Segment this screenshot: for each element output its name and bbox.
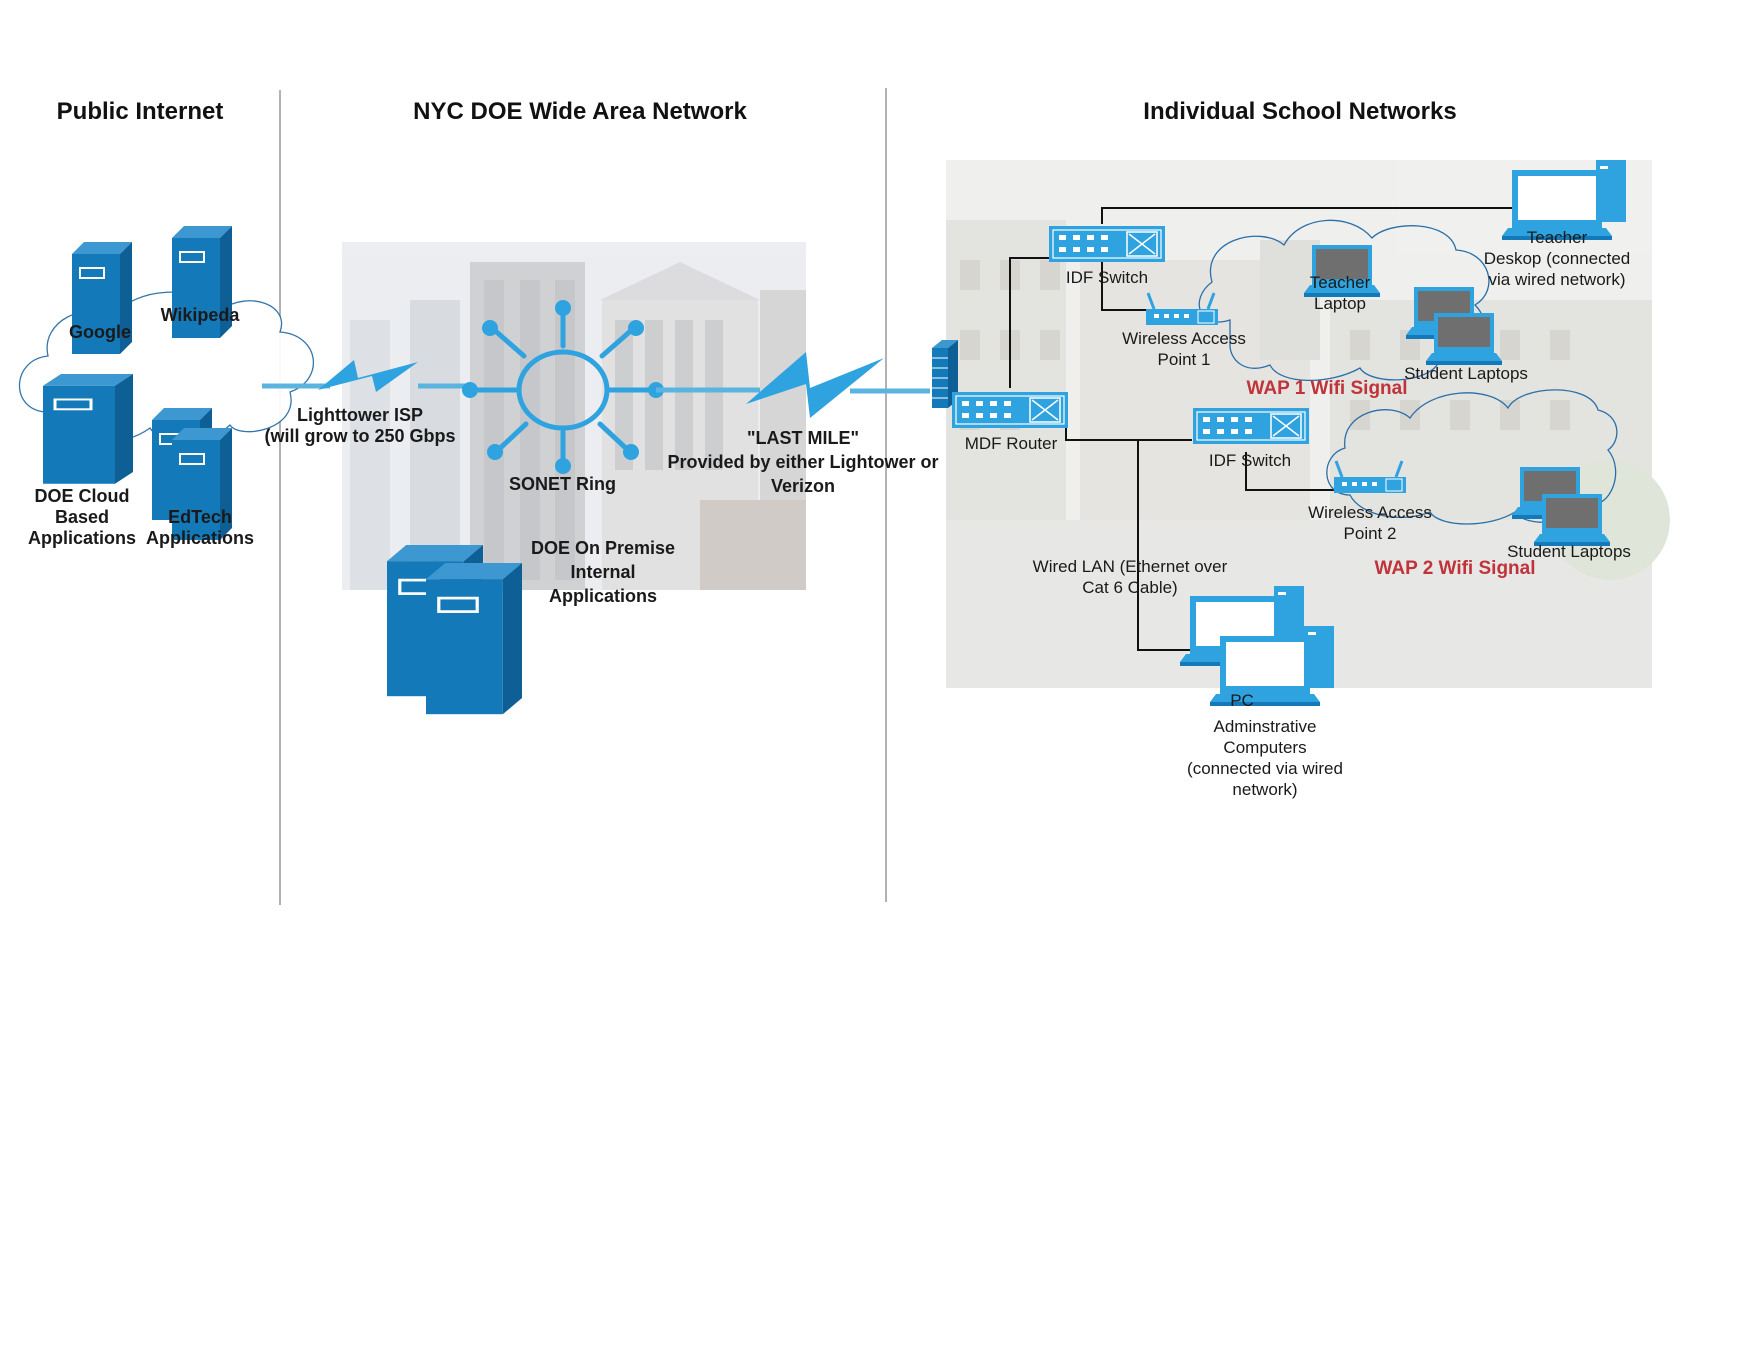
wap2-cloud (1326, 389, 1618, 525)
label-pc: PC (1230, 691, 1254, 710)
label-admin-computers: Adminstrative Computers (connected via w… (1187, 717, 1343, 799)
wap1-cloud (1198, 219, 1490, 382)
firewall-icon (932, 340, 958, 408)
label-lighttower-isp: Lighttower ISP (will grow to 250 Gbps (264, 405, 456, 446)
label-wired-lan: Wired LAN (Ethernet over Cat 6 Cable) (1032, 557, 1228, 597)
label-wap2-signal: WAP 2 Wifi Signal (1374, 558, 1536, 579)
label-wap1-signal: WAP 1 Wifi Signal (1246, 378, 1408, 399)
label-edtech: EdTech Applications (145, 507, 254, 548)
header-public-internet: Public Internet (56, 98, 224, 125)
sonet-ring-icon (462, 300, 664, 474)
label-wap2: Wireless Access Point 2 (1308, 503, 1432, 543)
lightning-isp-icon (318, 360, 418, 392)
label-mdf-router: MDF Router (964, 434, 1058, 453)
header-school-networks: Individual School Networks (1143, 98, 1457, 125)
label-idf-switch-1: IDF Switch (1065, 268, 1149, 287)
idf-switch-2-icon (1192, 407, 1310, 445)
label-student-laptops-2: Student Laptops (1507, 542, 1631, 561)
label-last-mile: "LAST MILE" Provided by either Lightower… (667, 428, 939, 496)
label-idf-switch-2: IDF Switch (1208, 451, 1292, 470)
label-teacher-laptop: Teacher Laptop (1309, 273, 1371, 313)
label-doe-cloud: DOE Cloud Based Applications (27, 486, 136, 548)
label-sonet-ring: SONET Ring (509, 474, 616, 494)
label-teacher-desktop: Teacher Deskop (connected via wired netw… (1483, 228, 1631, 289)
student-laptop-2b-icon (1534, 494, 1610, 546)
label-doe-on-premise: DOE On Premise Internal Applications (530, 538, 676, 606)
header-wan: NYC DOE Wide Area Network (413, 98, 747, 125)
lightning-last-mile-icon (746, 352, 884, 418)
school-wiring (1009, 207, 1512, 651)
student-laptop-1b-icon (1426, 313, 1502, 365)
server-icon-doe-cloud (41, 372, 135, 486)
label-wap1: Wireless Access Point 1 (1122, 329, 1246, 369)
label-wikipedia: Wikipeda (160, 305, 240, 325)
label-google: Google (69, 322, 131, 342)
mdf-router-icon (951, 391, 1069, 429)
idf-switch-1-icon (1048, 225, 1166, 263)
label-student-laptops-1: Student Laptops (1404, 364, 1528, 383)
